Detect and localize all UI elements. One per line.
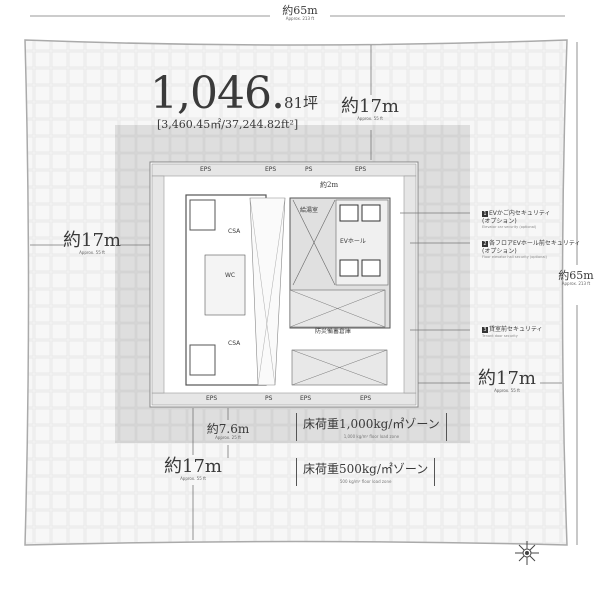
eps-label-bottom-left: EPS <box>206 395 218 402</box>
eps-label-top: EPS <box>265 166 277 173</box>
eps-label-top-left: EPS <box>200 166 212 173</box>
compass-rose-icon <box>515 541 539 565</box>
eps-label-top-right: EPS <box>355 166 367 173</box>
eps-label-bottom-right: EPS <box>360 395 372 402</box>
ps-label-bottom: PS <box>265 395 273 402</box>
csa-label-top: CSA <box>228 228 241 235</box>
dimension-lines <box>30 15 578 545</box>
storage-label: 防災備蓄倉庫 <box>315 328 352 335</box>
eps-label-bottom: EPS <box>300 395 312 402</box>
kitchen-label: 給湯室 <box>300 207 319 214</box>
ps-label-top: PS <box>305 166 313 173</box>
wc-label: WC <box>225 272 236 279</box>
dim-core-gap: 約2m <box>320 181 339 189</box>
ev-hall-label: EVホール <box>340 238 366 245</box>
area-metric: [3,460.45㎡/37,244.82ft²] <box>157 118 299 131</box>
csa-label-bottom: CSA <box>228 340 241 347</box>
area-tsubo: 1,046.81坪 <box>150 68 319 119</box>
